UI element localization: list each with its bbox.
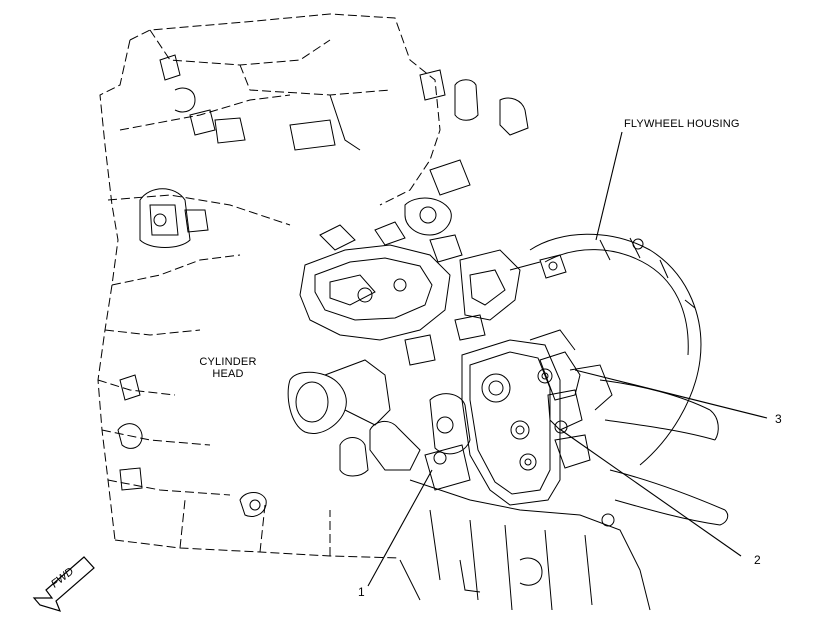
- leader-2: [560, 429, 742, 557]
- sensor-bracket: [424, 339, 561, 506]
- leader-3: [574, 369, 768, 419]
- coolant-outlet: [287, 359, 421, 477]
- label-flywheel-housing: FLYWHEEL HOUSING: [624, 118, 740, 130]
- leader-1: [367, 469, 433, 587]
- callout-3: 3: [775, 412, 782, 426]
- callout-2: 2: [754, 553, 761, 567]
- callout-1: 1: [358, 585, 365, 599]
- leader-lines: [367, 131, 768, 587]
- fwd-arrow-icon: [32, 556, 95, 612]
- leader-flywheel-housing: [595, 131, 623, 241]
- label-cylinder-head-line1: CYLINDER: [199, 356, 257, 368]
- block-details: [117, 54, 529, 517]
- lower-block: [399, 479, 651, 611]
- label-cylinder-head: CYLINDER HEAD: [190, 356, 266, 380]
- mounting-components: [537, 351, 613, 469]
- label-cylinder-head-line2: HEAD: [212, 368, 244, 380]
- fuel-pump-assembly: [299, 221, 521, 366]
- engine-block-outline: [97, 13, 441, 559]
- flywheel-housing: [509, 233, 729, 527]
